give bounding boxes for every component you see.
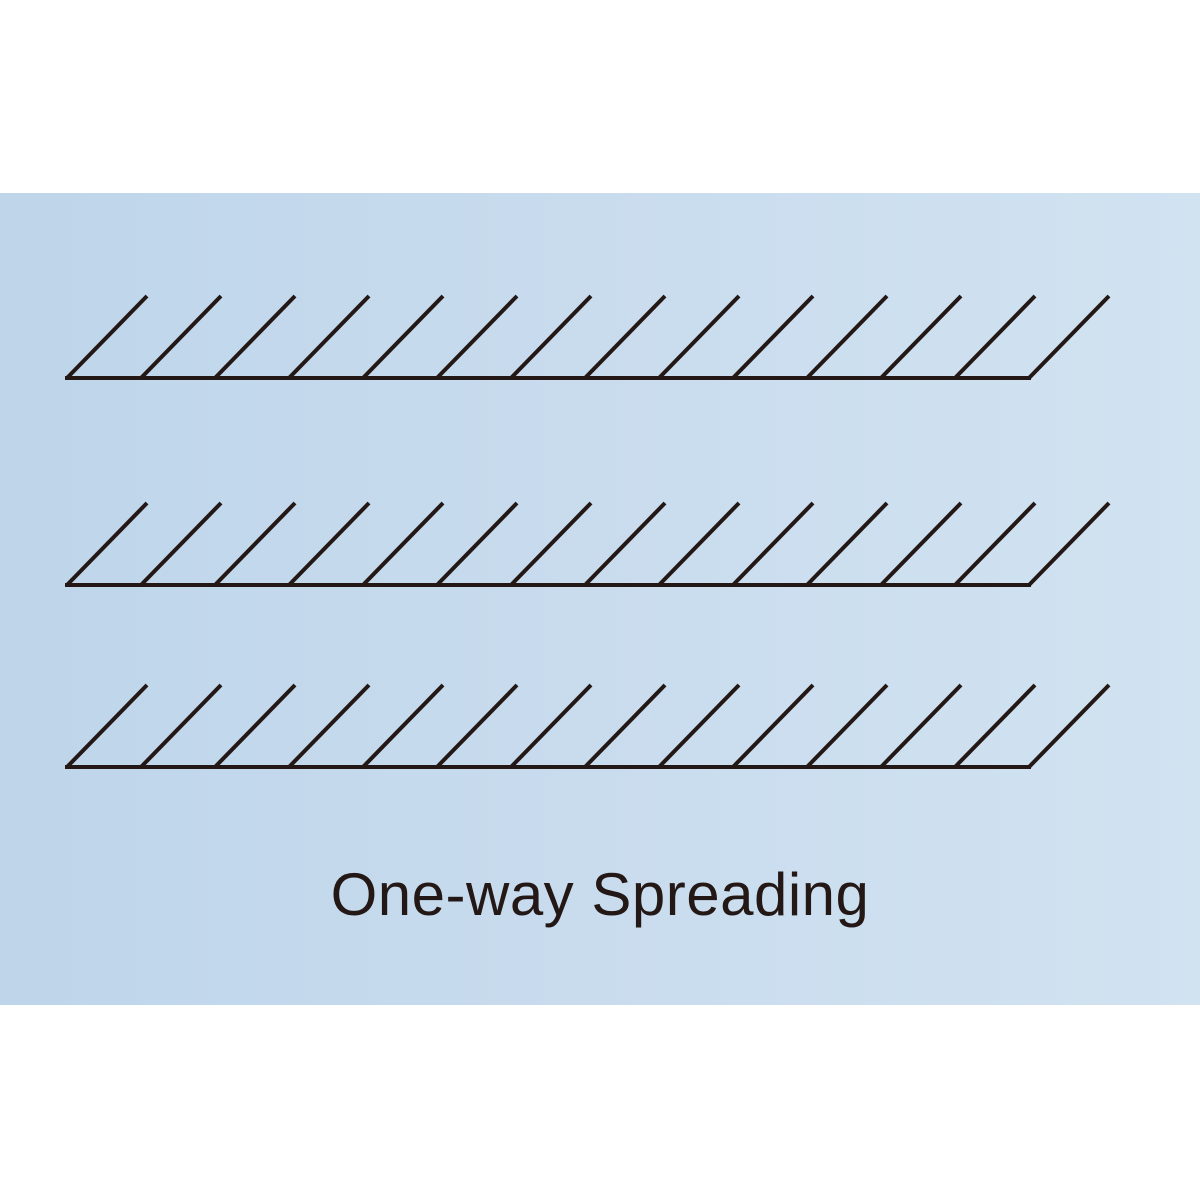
diagram-caption: One-way Spreading (330, 861, 870, 928)
hatch-line (361, 683, 445, 769)
hatch-line (805, 501, 889, 587)
hatch-line (509, 294, 593, 380)
hatch-line (953, 294, 1037, 380)
hatch-line (953, 683, 1037, 769)
hatch-line (435, 501, 519, 587)
hatch-line (509, 501, 593, 587)
hatch-line (953, 501, 1037, 587)
hatch-line (731, 501, 815, 587)
hatch-line (287, 683, 371, 769)
hatch-line (731, 294, 815, 380)
hatch-line (805, 294, 889, 380)
hatch-line (435, 683, 519, 769)
hatch-line (583, 294, 667, 380)
hatch-line (213, 294, 297, 380)
hatch-line (361, 294, 445, 380)
hatch-line (583, 683, 667, 769)
hatch-line (139, 294, 223, 380)
hatch-line (65, 501, 149, 587)
hatch-line (65, 683, 149, 769)
hatch-line (1027, 683, 1111, 769)
hatch-line (65, 294, 149, 380)
hatch-line (731, 683, 815, 769)
hatch-line (657, 501, 741, 587)
hatch-line (213, 501, 297, 587)
hatch-line (583, 501, 667, 587)
hatch-line (879, 501, 963, 587)
diagram-panel (0, 193, 1200, 1005)
hatch-line (435, 294, 519, 380)
hatch-line (805, 683, 889, 769)
hatch-line (1027, 501, 1111, 587)
hatch-line (139, 683, 223, 769)
hatch-line (213, 683, 297, 769)
hatch-line (361, 501, 445, 587)
hatch-line (879, 683, 963, 769)
hatch-line (287, 501, 371, 587)
hatch-line (657, 294, 741, 380)
hatch-line (139, 501, 223, 587)
hatch-line (657, 683, 741, 769)
hatch-line (1027, 294, 1111, 380)
hatch-line (509, 683, 593, 769)
hatch-line (879, 294, 963, 380)
hatch-line (287, 294, 371, 380)
